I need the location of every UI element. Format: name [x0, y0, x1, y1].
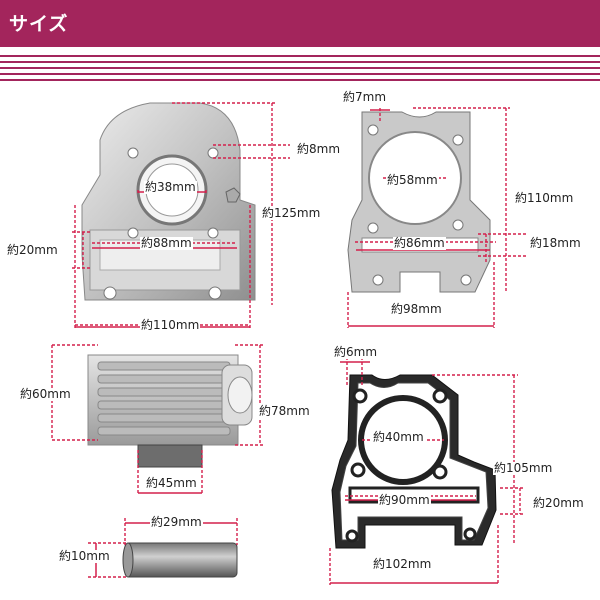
piston-pin-image: [122, 542, 238, 578]
dimension-spans: [75, 109, 498, 584]
head-bolt-label: 約8mm: [296, 142, 342, 156]
section-title: サイズ: [9, 13, 69, 35]
gasket-light-tab-label: 約18mm: [529, 236, 582, 250]
gasket-dark-hole-label: 約6mm: [333, 345, 379, 359]
cylinder-sleeve-label: 約45mm: [145, 476, 198, 490]
gasket-dark-width-label: 約102mm: [372, 557, 433, 571]
gasket-dark-height-label: 約105mm: [493, 461, 554, 475]
gasket-light-pitch-label: 約86mm: [393, 236, 446, 250]
gasket-light-hole-label: 約7mm: [342, 90, 388, 104]
header-stripe: [0, 73, 600, 75]
header-stripe: [0, 55, 600, 57]
section-header: サイズ: [0, 0, 600, 47]
gasket-light-image: [347, 111, 491, 293]
cylinder-height-label: 約60mm: [19, 387, 72, 401]
head-port-label: 約38mm: [144, 180, 197, 194]
gasket-dark-image: [331, 374, 497, 549]
head-pitch-label: 約88mm: [140, 236, 193, 250]
gasket-light-height-label: 約110mm: [514, 191, 575, 205]
header-stripe: [0, 61, 600, 63]
head-height-label: 約125mm: [261, 206, 322, 220]
cylinder-width-label: 約78mm: [258, 404, 311, 418]
pin-diameter-label: 約10mm: [58, 549, 111, 563]
gasket-light-bore-label: 約58mm: [386, 173, 439, 187]
gasket-dark-tab-label: 約20mm: [532, 496, 585, 510]
gasket-light-width-label: 約98mm: [390, 302, 443, 316]
header-stripe: [0, 67, 600, 69]
pin-length-label: 約29mm: [150, 515, 203, 529]
head-width-label: 約110mm: [140, 318, 201, 332]
gasket-dark-pitch-label: 約90mm: [378, 493, 431, 507]
cylinder-image: [87, 354, 253, 468]
head-block-image: [81, 102, 256, 301]
header-stripe: [0, 79, 600, 81]
head-side-label: 約20mm: [6, 243, 59, 257]
gasket-dark-bore-label: 約40mm: [372, 430, 425, 444]
